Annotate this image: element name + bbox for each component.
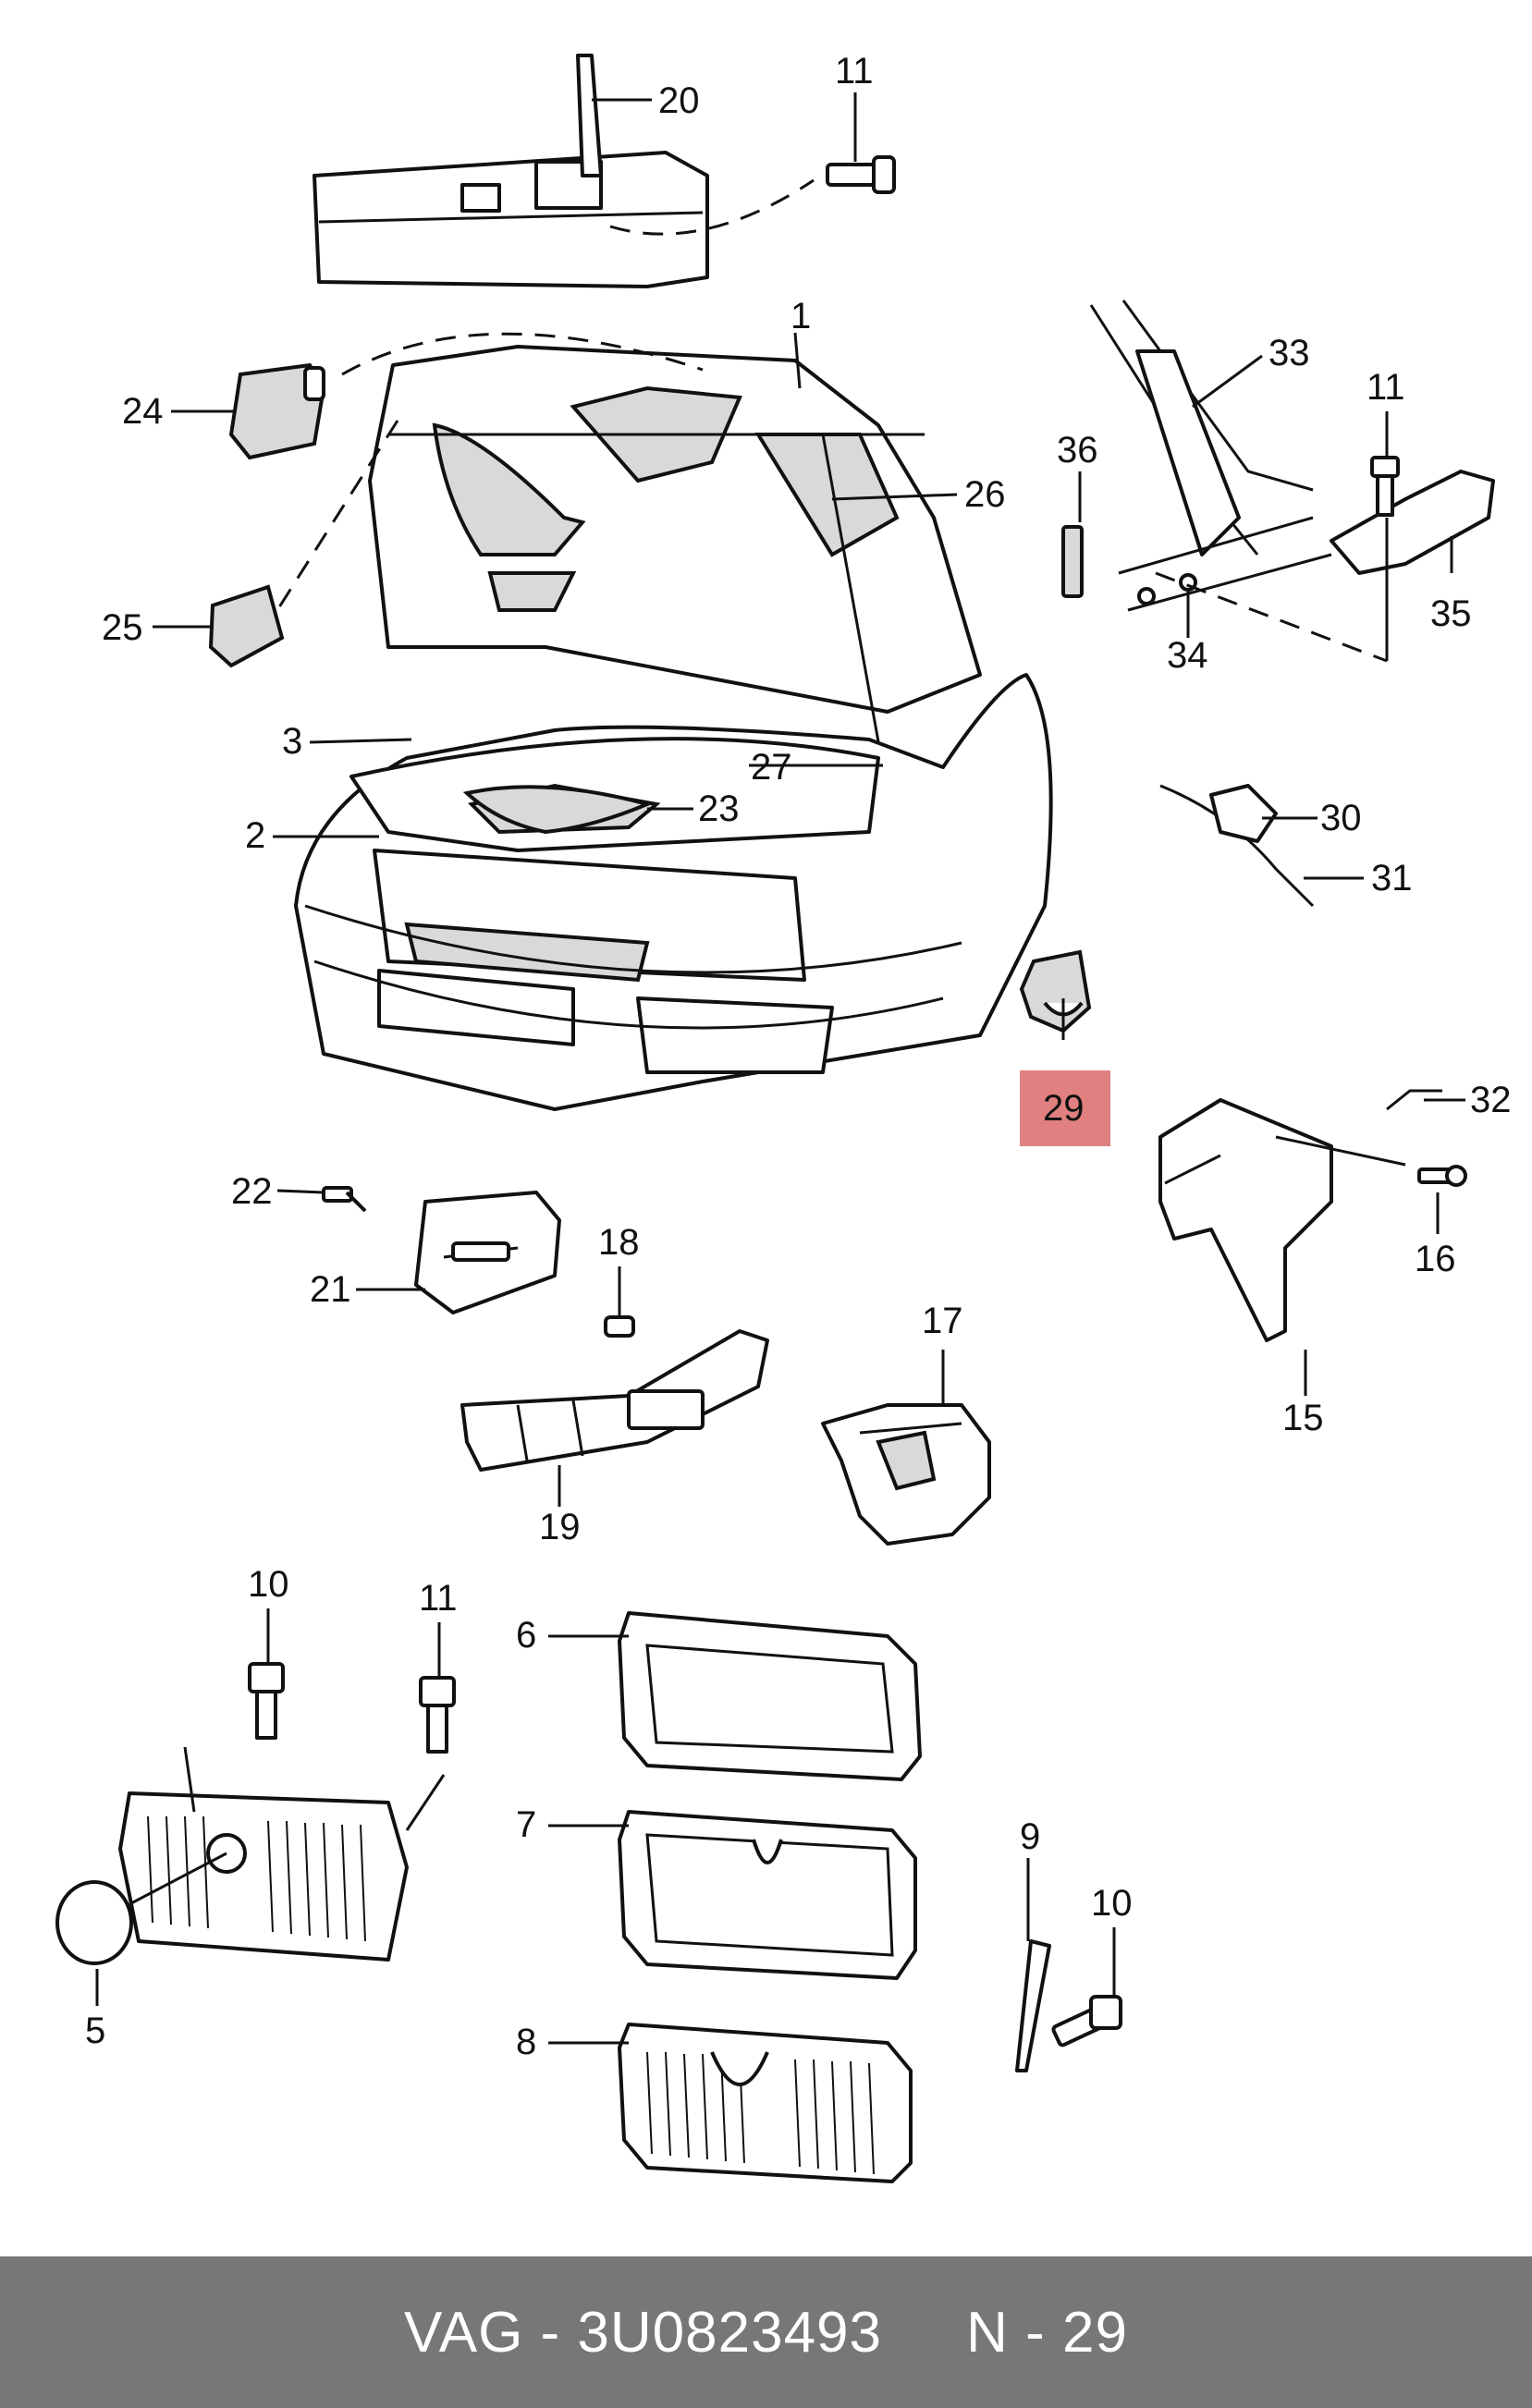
callout-3: 3	[282, 721, 302, 762]
lock-carrier-upper	[313, 54, 709, 288]
callout-23: 23	[698, 788, 740, 829]
callout-27: 27	[751, 747, 792, 788]
clip-29	[1019, 949, 1092, 1033]
buffer-25	[208, 584, 285, 668]
callout-35: 35	[1430, 593, 1472, 634]
callout-19: 19	[539, 1507, 581, 1547]
callout-30: 30	[1320, 798, 1362, 838]
grille-5	[118, 1746, 446, 1962]
car-front-body	[294, 673, 1053, 1111]
cable-30-31	[1159, 784, 1315, 908]
part-number-label: VAG - 3U0823493	[403, 2300, 883, 2365]
callout-11-left: 11	[419, 1578, 458, 1619]
bolt-10-right	[1051, 1995, 1122, 2047]
bolt-10-left	[248, 1662, 285, 1740]
leader-lines	[95, 92, 1465, 2045]
callout-15: 15	[1282, 1398, 1324, 1438]
callout-22: 22	[231, 1171, 273, 1212]
callout-7: 7	[516, 1804, 536, 1845]
callout-labels: 1 2 3 5 6 7 8 9 10 10 11 11 11 15 16 17 …	[85, 51, 1512, 2062]
bracket-15	[1158, 1089, 1442, 1342]
callout-24: 24	[122, 391, 164, 432]
highlight-box-29	[1020, 1070, 1110, 1146]
callout-29: 29	[1043, 1088, 1085, 1129]
bolt-11-top	[826, 155, 896, 194]
callout-17: 17	[922, 1301, 963, 1341]
bracket-19	[460, 1329, 769, 1472]
bolt-11-right	[1370, 456, 1400, 517]
footer-bar: VAG - 3U0823493 N - 29	[0, 2256, 1532, 2408]
dash-line	[1155, 571, 1388, 663]
buffer-24	[228, 362, 326, 460]
screw-16	[1417, 1165, 1467, 1187]
frame-7	[618, 1810, 917, 1980]
callout-11-right: 11	[1367, 367, 1405, 408]
callout-20: 20	[658, 80, 700, 121]
callout-32: 32	[1470, 1080, 1512, 1120]
callout-36: 36	[1057, 430, 1098, 471]
footer-gap	[882, 2300, 966, 2365]
frame-8	[618, 2023, 913, 2183]
dash-line	[276, 420, 399, 611]
emblem-5	[55, 1880, 133, 1965]
frame-6	[618, 1611, 922, 1781]
bolt-11-left	[419, 1676, 456, 1754]
lock-21	[414, 1191, 561, 1314]
position-label: N - 29	[966, 2300, 1129, 2365]
callout-2: 2	[245, 815, 265, 856]
bracket-17	[821, 1403, 991, 1546]
callout-18: 18	[598, 1222, 640, 1263]
callout-10-right: 10	[1091, 1883, 1133, 1924]
dash-line	[341, 332, 704, 376]
callout-25: 25	[102, 607, 143, 648]
callout-9: 9	[1020, 1816, 1040, 1857]
callout-31: 31	[1371, 858, 1413, 898]
clip-18	[604, 1315, 635, 1338]
callout-21: 21	[310, 1269, 351, 1310]
callout-11-top: 11	[835, 51, 874, 92]
callout-5: 5	[85, 2011, 105, 2051]
callout-26: 26	[964, 474, 1006, 515]
callout-34: 34	[1167, 635, 1208, 676]
latch-cover-23	[462, 785, 654, 835]
screw-22	[322, 1186, 367, 1213]
callout-8: 8	[516, 2022, 536, 2062]
callout-33: 33	[1268, 333, 1310, 373]
callout-10-left: 10	[248, 1564, 289, 1605]
bracket-9	[1015, 1939, 1051, 2072]
callout-16: 16	[1415, 1239, 1456, 1279]
hinge-assembly	[1061, 299, 1495, 612]
callout-6: 6	[516, 1615, 536, 1656]
dash-line	[609, 178, 815, 236]
hood	[368, 345, 982, 785]
callout-1: 1	[791, 296, 811, 336]
parts-diagram: 1 2 3 5 6 7 8 9 10 10 11 11 11 15 16 17 …	[55, 51, 1512, 2183]
